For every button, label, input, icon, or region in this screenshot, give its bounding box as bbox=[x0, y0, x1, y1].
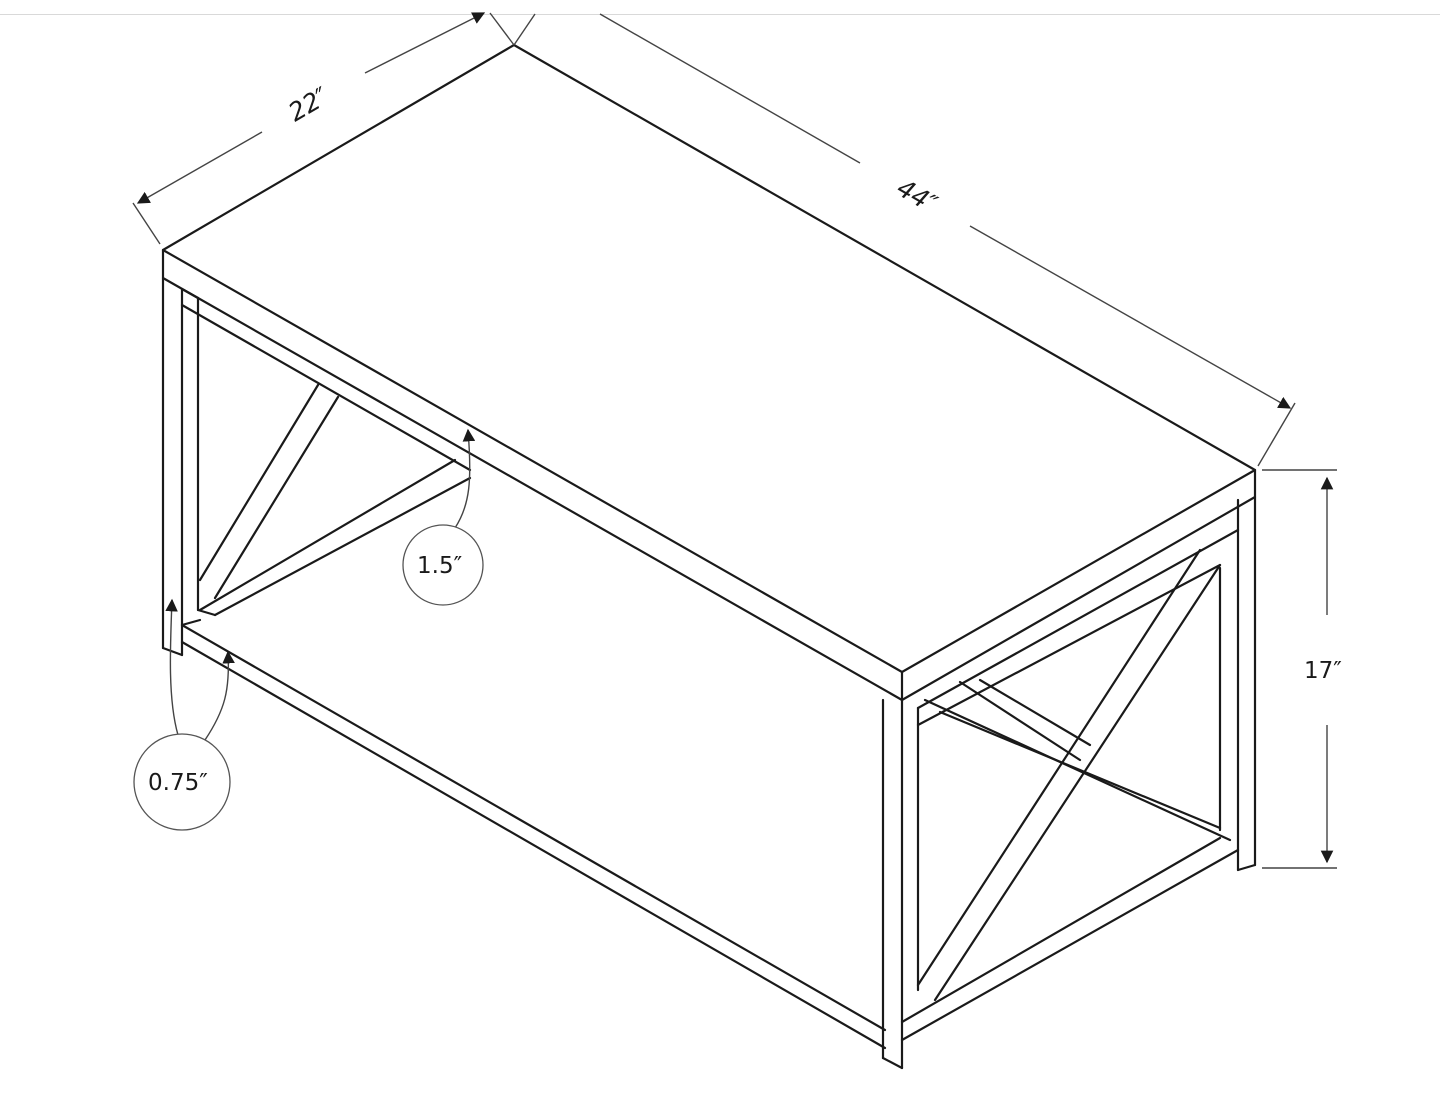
table-top bbox=[161, 43, 1257, 702]
height-label: 17″ bbox=[1304, 658, 1342, 684]
right-end-frame bbox=[881, 495, 1257, 1070]
frame-thickness-callout: 0.75″ bbox=[133, 598, 235, 831]
depth-dimension: 22″ bbox=[132, 12, 536, 245]
frame-thickness-bubble bbox=[133, 733, 231, 831]
length-label: 44″ bbox=[892, 173, 943, 219]
top-thickness-label: 1.5″ bbox=[417, 553, 463, 579]
left-end-frame bbox=[161, 276, 472, 657]
top-divider bbox=[0, 14, 1440, 15]
frame-thickness-label: 0.75″ bbox=[148, 770, 208, 796]
table-top-surface bbox=[161, 43, 1257, 674]
length-dimension: 44″ bbox=[599, 13, 1296, 467]
top-thickness-callout: 1.5″ bbox=[402, 428, 484, 606]
depth-label: 22″ bbox=[284, 81, 335, 127]
bottom-front-rail bbox=[180, 618, 887, 1050]
height-dimension: 17″ bbox=[1262, 469, 1342, 869]
top-thickness-bubble bbox=[402, 524, 484, 606]
